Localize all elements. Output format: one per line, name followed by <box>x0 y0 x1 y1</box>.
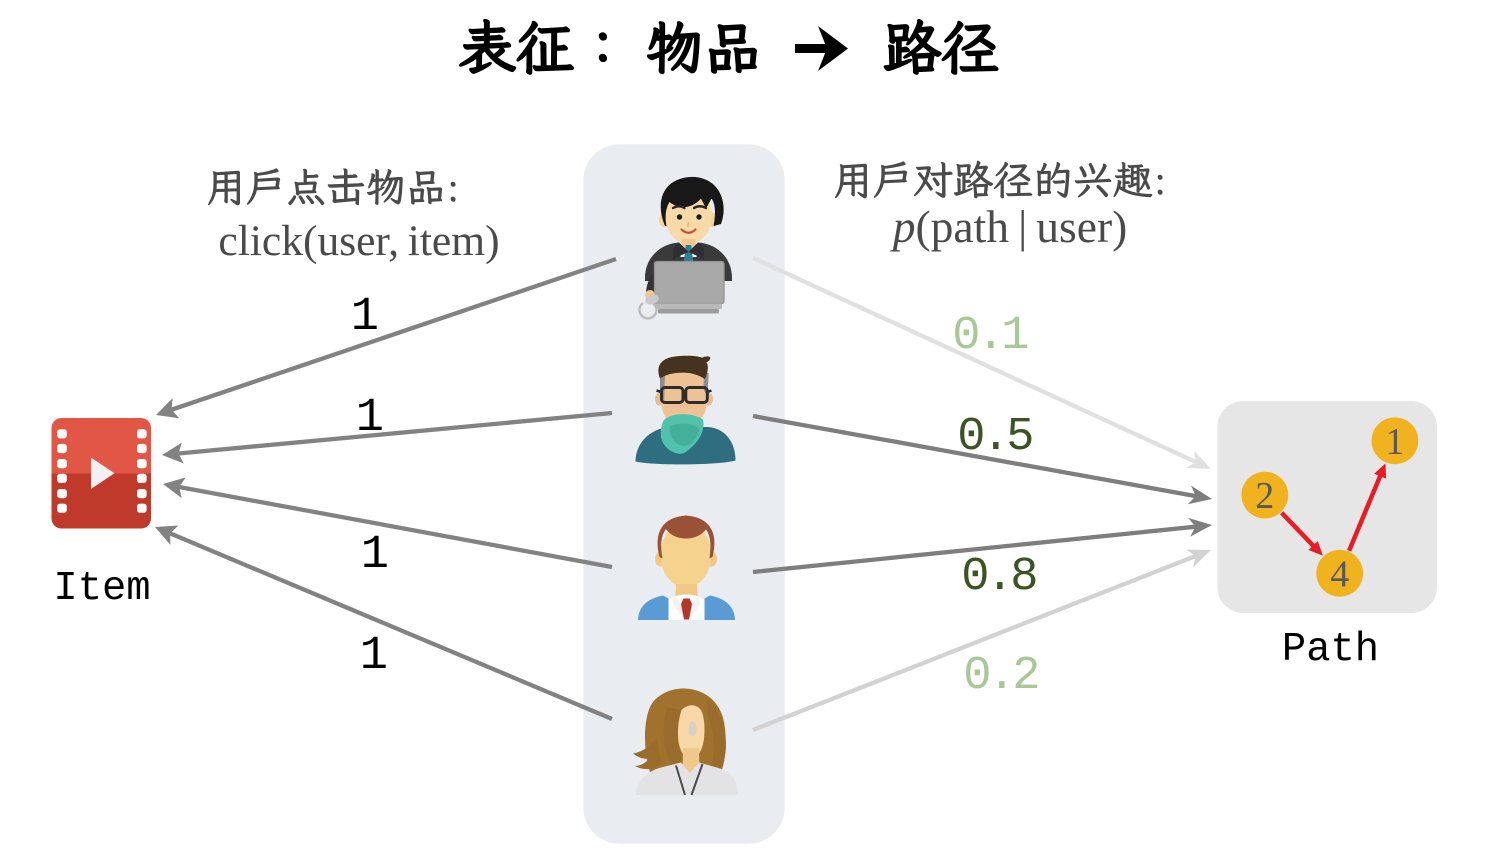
svg-text:p(path | user): p(path | user) <box>890 201 1128 252</box>
svg-text:1: 1 <box>360 630 386 683</box>
svg-text:0.2: 0.2 <box>963 650 1037 703</box>
svg-text:1: 1 <box>361 529 387 582</box>
svg-text:Path: Path <box>1282 627 1379 673</box>
svg-text:4: 4 <box>1330 553 1349 595</box>
svg-text:0.8: 0.8 <box>961 551 1036 604</box>
svg-text:Item: Item <box>53 566 150 612</box>
svg-text:1: 1 <box>1385 421 1404 463</box>
svg-text:click(user, item): click(user, item) <box>218 217 499 265</box>
svg-text:1: 1 <box>351 291 377 344</box>
svg-text:0.1: 0.1 <box>952 310 1027 363</box>
svg-text:1: 1 <box>356 392 382 445</box>
svg-text:2: 2 <box>1255 475 1274 517</box>
svg-text:0.5: 0.5 <box>957 411 1032 464</box>
